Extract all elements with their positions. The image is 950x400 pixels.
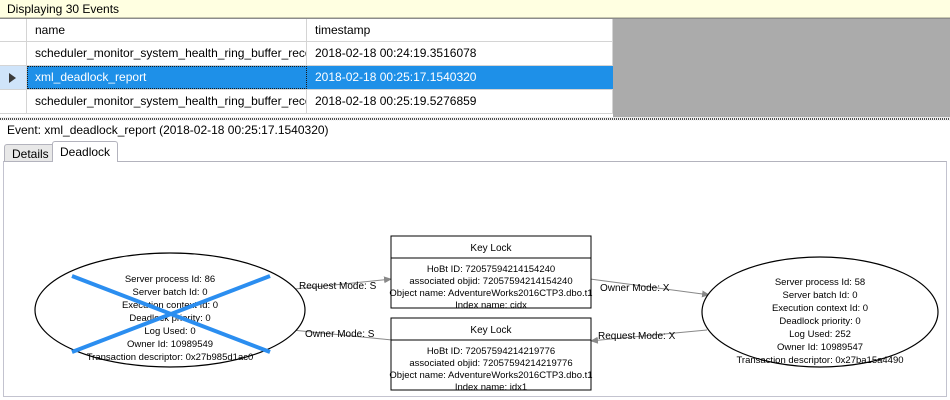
events-banner-label: Displaying 30 Events [7, 2, 120, 16]
cell-name: scheduler_monitor_system_health_ring_buf… [27, 42, 307, 65]
cell-timestamp: 2018-02-18 00:24:19.3516078 [307, 42, 613, 65]
victim-line-1: Server process Id: 86 [125, 274, 215, 285]
resource-title-bottom: Key Lock [470, 325, 512, 336]
table-row[interactable]: scheduler_monitor_system_health_ring_buf… [0, 90, 613, 114]
resource-node-key-lock-bottom[interactable]: Key Lock HoBt ID: 72057594214219776 asso… [389, 317, 593, 393]
edge-owner-mode-x: Owner Mode: X [589, 278, 711, 298]
horizontal-splitter[interactable] [0, 117, 950, 121]
victim-line-3: Execution context Id: 0 [122, 300, 218, 311]
edge-label-owner-mode-s: Owner Mode: S [305, 329, 375, 340]
cell-name: xml_deadlock_report [27, 66, 307, 89]
other-line-7: Transaction descriptor: 0x27ba15a4490 [736, 355, 903, 366]
row-selector[interactable] [0, 66, 27, 89]
resource-bottom-line-3: Object name: AdventureWorks2016CTP3.dbo.… [389, 370, 592, 381]
other-line-6: Owner Id: 10989547 [777, 342, 863, 353]
other-line-1: Server process Id: 58 [775, 277, 865, 288]
process-node-victim[interactable]: Server process Id: 86 Server batch Id: 0… [34, 252, 306, 368]
edge-label-request-mode-x: Request Mode: X [598, 331, 676, 342]
resource-title-top: Key Lock [470, 243, 512, 254]
resource-top-line-3: Object name: AdventureWorks2016CTP3.dbo.… [389, 288, 592, 299]
grid-header-selector-cell [0, 19, 27, 41]
process-node-other[interactable]: Server process Id: 58 Server batch Id: 0… [701, 256, 939, 368]
victim-line-7: Transaction descriptor: 0x27b985d1ac0 [87, 352, 254, 363]
resource-bottom-line-1: HoBt ID: 72057594214219776 [427, 346, 555, 357]
resource-top-line-4: Index name: cidx [455, 300, 527, 311]
grid-header-row: name timestamp [0, 19, 613, 42]
table-row[interactable]: xml_deadlock_report 2018-02-18 00:25:17.… [0, 66, 613, 90]
resource-top-line-2: associated objid: 72057594214154240 [409, 276, 572, 287]
edge-label-owner-mode-x: Owner Mode: X [600, 283, 670, 294]
victim-cross-icon [71, 274, 271, 354]
cell-name: scheduler_monitor_system_health_ring_buf… [27, 90, 307, 113]
edge-label-request-mode-s: Request Mode: S [299, 281, 377, 292]
events-banner: Displaying 30 Events [0, 0, 950, 18]
grid-column-header-name[interactable]: name [27, 19, 307, 41]
other-line-4: Deadlock priority: 0 [779, 316, 860, 327]
cell-timestamp: 2018-02-18 00:25:19.5276859 [307, 90, 613, 113]
events-grid[interactable]: name timestamp scheduler_monitor_system_… [0, 19, 613, 118]
tab-deadlock[interactable]: Deadlock [52, 141, 119, 162]
detail-tabstrip: Details Deadlock [0, 140, 950, 162]
resource-node-key-lock-top[interactable]: Key Lock HoBt ID: 72057594214154240 asso… [389, 235, 593, 311]
deadlock-graph-svg: Request Mode: S Owner Mode: S Owner Mode… [34, 235, 939, 393]
victim-line-4: Deadlock priority: 0 [129, 313, 210, 324]
other-line-5: Log Used: 252 [789, 329, 851, 340]
row-selector[interactable] [0, 90, 27, 113]
deadlock-graph-canvas[interactable]: Request Mode: S Owner Mode: S Owner Mode… [3, 161, 947, 397]
victim-line-2: Server batch Id: 0 [133, 287, 208, 298]
table-row[interactable]: scheduler_monitor_system_health_ring_buf… [0, 42, 613, 66]
other-line-2: Server batch Id: 0 [783, 290, 858, 301]
resource-bottom-line-4: Index name: idx1 [455, 382, 527, 393]
victim-line-6: Owner Id: 10989549 [127, 339, 213, 350]
row-selector-triangle-icon [9, 72, 16, 83]
edge-request-mode-x: Request Mode: X [589, 329, 708, 344]
resource-bottom-line-2: associated objid: 72057594214219776 [409, 358, 572, 369]
tab-details[interactable]: Details [4, 144, 57, 162]
other-line-3: Execution context Id: 0 [772, 303, 868, 314]
resource-top-line-1: HoBt ID: 72057594214154240 [427, 264, 555, 275]
grid-column-header-timestamp[interactable]: timestamp [307, 19, 613, 41]
victim-line-5: Log Used: 0 [144, 326, 195, 337]
event-detail-title: Event: xml_deadlock_report (2018-02-18 0… [7, 123, 329, 137]
cell-timestamp: 2018-02-18 00:25:17.1540320 [307, 66, 613, 89]
row-selector[interactable] [0, 42, 27, 65]
events-grid-container: name timestamp scheduler_monitor_system_… [0, 18, 950, 118]
event-detail-header: Event: xml_deadlock_report (2018-02-18 0… [0, 121, 950, 139]
